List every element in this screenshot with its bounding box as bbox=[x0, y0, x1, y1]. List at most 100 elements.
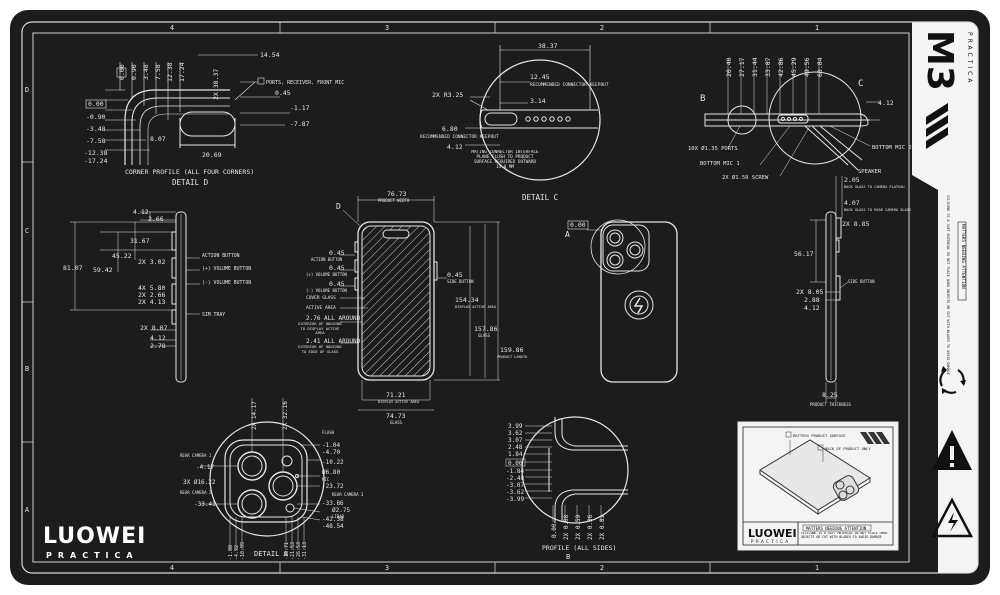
bottom-dim-1: 27.17 bbox=[738, 57, 746, 77]
front-rlabel-1: DISPLAY ACTIVE AREA bbox=[455, 305, 497, 309]
ls-dim-266b: 2X 2.66 bbox=[138, 291, 165, 299]
detail-d-hdim-4: -12.38 bbox=[84, 149, 108, 157]
detail-c-dim-1245: 12.45 bbox=[530, 73, 550, 81]
bottom-callout-ports: 10X Ø1.35 PORTS bbox=[688, 145, 738, 152]
front-llabel-3: COVER GLASS bbox=[306, 295, 336, 301]
da-rdim-7: -42.38 bbox=[322, 516, 344, 523]
bottom-label-b: B bbox=[700, 94, 705, 104]
bottom-dim-0: 20.40 bbox=[725, 57, 733, 77]
detail-d-right-117: -1.17 bbox=[290, 104, 310, 112]
detail-d-text: 0.00 0.90 3.48 7.58 12.38 17.24 14.54 2X… bbox=[84, 51, 344, 187]
rs-dim-407: 4.07 bbox=[844, 199, 860, 207]
detail-d-hdim-2: -3.48 bbox=[86, 125, 106, 133]
electric-hazard-icon bbox=[930, 497, 974, 538]
ls-dim-807: 2X 8.07 bbox=[140, 324, 167, 332]
da-label-flash: FLASH bbox=[322, 430, 335, 435]
da-bdim-5: -26.53 bbox=[296, 542, 302, 560]
detail-c-dim-412: 4.12 bbox=[447, 143, 463, 151]
front-rdim-2: 157.86 bbox=[474, 325, 498, 333]
pb-logo: LUOWEI bbox=[748, 527, 797, 540]
da-rdim-1: -4.70 bbox=[322, 449, 340, 456]
da-rdim-3: Ø6.80 bbox=[322, 469, 340, 476]
col-label-top-4: 4 bbox=[170, 24, 174, 32]
logo-text: LUOWEI bbox=[43, 524, 146, 549]
pb-logo-sub: PRACTICA bbox=[751, 539, 791, 544]
detail-d-corner-profile bbox=[105, 54, 290, 165]
detail-c-note-1: RECOMMENDED CONNECTOR KEEPOUT bbox=[530, 82, 609, 88]
bottom-view bbox=[704, 60, 880, 177]
detail-c-dim-314: 3.14 bbox=[530, 97, 546, 105]
ls-dim-3167: 31.67 bbox=[130, 237, 150, 245]
detail-d-top-width: 14.54 bbox=[260, 51, 280, 59]
pr-lt-1: 3.62 bbox=[508, 430, 523, 437]
bottom-dim-2: 31.44 bbox=[751, 57, 759, 77]
rs-dim-805: 2X 8.05 bbox=[796, 288, 823, 296]
col-label-top-1: 1 bbox=[815, 24, 819, 32]
sidebar-warn-text: SILICONE IS A SOFT MATERIAL DO NOT PLACE… bbox=[946, 195, 950, 375]
ls-label-sim: SIM TRAY bbox=[202, 312, 225, 318]
pr-lb-1: -2.48 bbox=[506, 475, 524, 482]
pr-lt-2: 3.07 bbox=[508, 437, 523, 444]
da-bdim-4: -21.53 bbox=[290, 542, 296, 560]
stripe-mark bbox=[926, 103, 948, 149]
front-rlabel-2: GLASS bbox=[478, 333, 491, 338]
bottom-dim-4: 42.86 bbox=[777, 57, 785, 77]
col-label-bottom-4: 4 bbox=[170, 564, 174, 572]
pb-warn-text: SILICONE IS A SOFT MATERIAL DO NOT PLACE… bbox=[801, 532, 888, 539]
ls-dim-412b: 4.12 bbox=[150, 334, 166, 342]
col-label-top-2: 2 bbox=[600, 24, 604, 32]
detail-d-top-38: 2X 38.37 bbox=[212, 69, 220, 100]
drawing-frame bbox=[21, 21, 979, 574]
brand-logo: LUOWEI PRACTICA bbox=[43, 524, 146, 560]
da-rdim-0: -1.04 bbox=[322, 442, 340, 449]
pr-b-1: 2X 0.08 bbox=[563, 514, 570, 540]
da-top-0: 2X 14.17 bbox=[251, 401, 258, 430]
da-rdim-5: -33.86 bbox=[322, 500, 344, 507]
front-ldim-0: 0.45 bbox=[329, 249, 345, 257]
bottom-callout-speaker: SPEAKER bbox=[858, 169, 882, 175]
pr-lb-4: -3.99 bbox=[506, 496, 524, 503]
ls-dim-278: 2.78 bbox=[150, 342, 166, 350]
da-bdim-2: -10.99 bbox=[240, 542, 246, 560]
row-label-d: D bbox=[25, 86, 29, 94]
product-box: MATTERS PRODUCT SURFACE BACK OF PRODUCT … bbox=[737, 421, 899, 551]
front-view-text: D 76.73 PRODUCT WIDTH 0.45 ACTION BUTTON… bbox=[298, 190, 527, 425]
front-llabel-4: ACTIVE AREA bbox=[306, 305, 336, 311]
front-blabel-0: DISPLAY ACTIVE AREA bbox=[378, 400, 420, 404]
front-llabel-0: ACTION BUTTON bbox=[311, 257, 343, 262]
rs-dim-825: 8.25 bbox=[822, 391, 838, 399]
front-llabel-8: EXTERIOR OF HOUSING TO EDGE OF GLASS bbox=[298, 345, 342, 354]
bottom-dim-5: 45.29 bbox=[790, 57, 798, 77]
ls-dim-580: 4X 5.80 bbox=[138, 284, 165, 292]
detail-d-vdim-3: 7.58 bbox=[154, 64, 162, 80]
da-bdim-0: -1.08 bbox=[228, 545, 234, 560]
front-rdim-0: 0.45 bbox=[447, 271, 463, 279]
detail-d-vdim-0: 0.00 bbox=[118, 64, 126, 80]
front-llabel-1: (+) VOLUME BUTTON bbox=[306, 272, 348, 277]
ls-dim-412a: 4.12 bbox=[133, 208, 149, 216]
detail-c-dim-r: 2X R3.25 bbox=[432, 91, 463, 99]
pr-lt-5: 0.00 bbox=[508, 460, 523, 467]
pb-warn-title: MATTERS NEEDING ATTENTION bbox=[806, 526, 867, 531]
detail-c-note-2: RECOMMENDED CONNECTOR KEEPOUT bbox=[420, 134, 499, 140]
da-bdim-6: -31.13 bbox=[302, 542, 308, 560]
da-bdim-3: -18.71 bbox=[284, 542, 290, 560]
detail-a-camera bbox=[200, 398, 325, 550]
rs-label-3: PRODUCT THICKNESS bbox=[810, 402, 852, 407]
rs-dim-5617: 56.17 bbox=[794, 250, 814, 258]
da-rdim-4: -23.72 bbox=[322, 483, 344, 490]
detail-d-vdim-5: 17.24 bbox=[178, 62, 186, 82]
detail-d-vdim-4: 12.38 bbox=[166, 62, 174, 82]
recycle-icon bbox=[939, 366, 966, 394]
da-label-cam2: REAR CAMERA 2 bbox=[180, 490, 212, 495]
front-llabel-5: 2.76 ALL AROUND bbox=[306, 315, 361, 322]
back-view-text: 0.00 A bbox=[565, 220, 589, 239]
bottom-dim-6: 49.56 bbox=[803, 57, 811, 77]
bottom-dim-right: 4.12 bbox=[878, 99, 894, 107]
front-rdim-3: 159.86 bbox=[500, 346, 524, 354]
ls-label-vol-down: (-) VOLUME BUTTON bbox=[202, 280, 251, 286]
pr-label: PROFILE (ALL SIDES) bbox=[542, 544, 616, 552]
back-view bbox=[587, 219, 678, 383]
right-panel-content: M3 PRACTICA MATTERS NEEDING ATTENTION SI… bbox=[919, 30, 974, 538]
